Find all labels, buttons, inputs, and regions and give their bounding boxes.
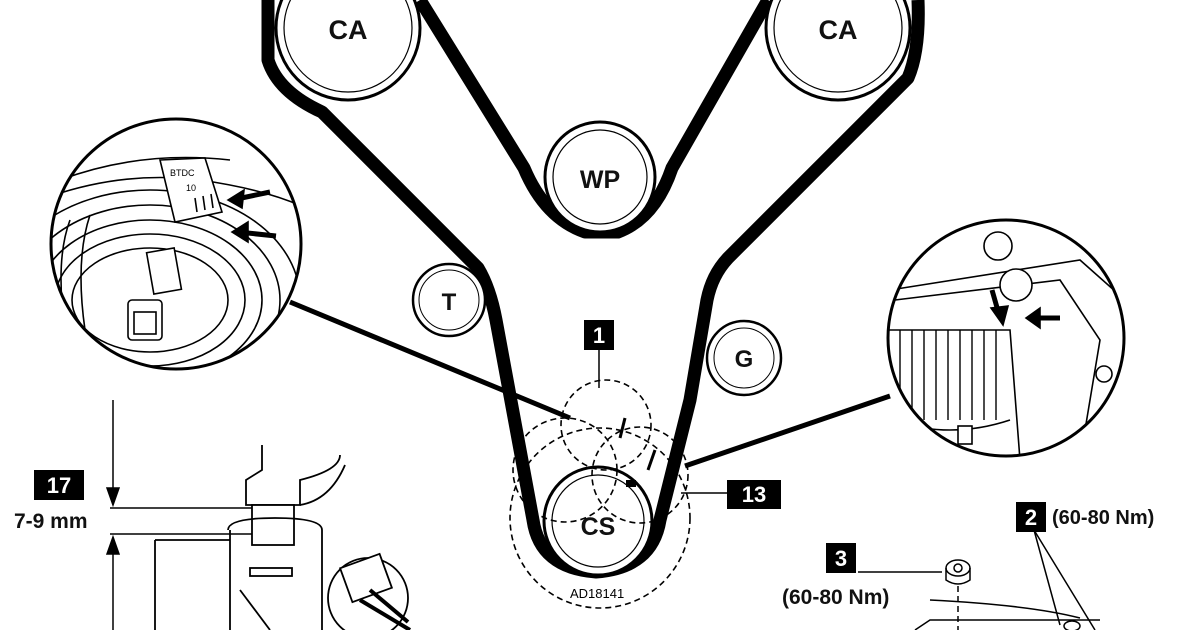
tensioner-pulley: T [411, 262, 487, 338]
callout-3-torque: (60-80 Nm) [782, 586, 889, 609]
camshaft-pulley-right-label: CA [819, 15, 858, 45]
btdc-scale-value: 10 [186, 183, 196, 193]
water-pump-pulley: WP [543, 120, 657, 234]
callout-2-leaders [1033, 529, 1096, 630]
callout-3: 3 (60-80 Nm) [782, 543, 889, 609]
guide-pulley: G [705, 319, 783, 397]
dimension-gap [105, 400, 252, 630]
callout-1: 1 [584, 320, 614, 388]
callout-13: 13 [681, 480, 781, 509]
crankshaft-pulley-label: CS [581, 513, 616, 541]
callout-3-number: 3 [835, 546, 847, 571]
btdc-scale-text: BTDC [170, 168, 195, 178]
gap-dimension-text: 7-9 mm [14, 510, 88, 533]
guide-pulley-label: G [735, 346, 754, 373]
callout-13-number: 13 [742, 482, 766, 507]
bolt-hardware-drawing [914, 559, 1100, 630]
callout-17: 17 7-9 mm [14, 470, 88, 533]
camshaft-pulley-left: CA [274, 0, 422, 102]
left-zoom-leader [289, 299, 571, 421]
camshaft-pulley-right: CA [764, 0, 912, 102]
callout-2-torque: (60-80 Nm) [1052, 507, 1154, 529]
tensioner-mechanism-drawing [154, 445, 412, 630]
callout-2: 2 (60-80 Nm) [1016, 502, 1154, 532]
figure-code: AD18141 [570, 586, 624, 601]
right-zoom-leader [684, 393, 891, 469]
crank-timing-marks [618, 417, 657, 487]
callout-17-number: 17 [47, 473, 71, 498]
left-zoom-detail: BTDC 10 [49, 117, 303, 371]
tensioner-pulley-label: T [442, 289, 457, 316]
water-pump-pulley-label: WP [580, 166, 620, 194]
callout-2-number: 2 [1025, 505, 1037, 530]
right-zoom-detail [886, 218, 1126, 458]
camshaft-pulley-left-label: CA [329, 15, 368, 45]
callout-1-number: 1 [593, 323, 605, 348]
